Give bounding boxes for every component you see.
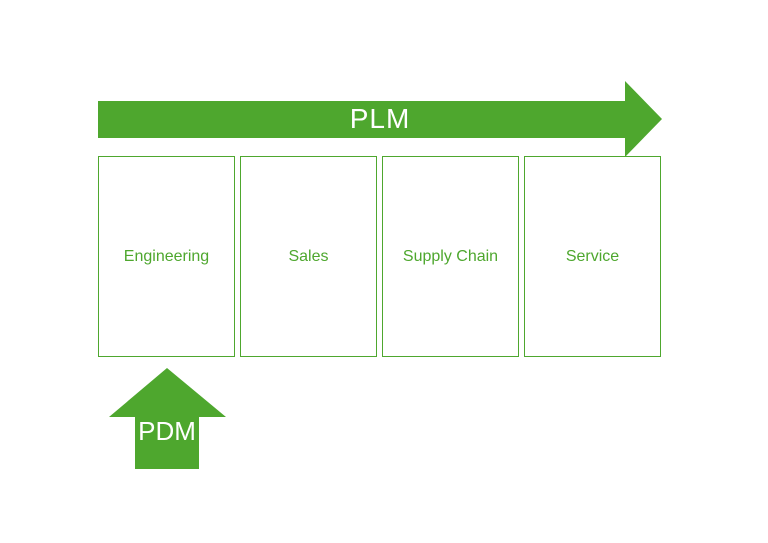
plm-arrow-shape [98,81,662,157]
process-box-sales: Sales [240,156,377,357]
process-box-supply-chain: Supply Chain [382,156,519,357]
box-label: Engineering [123,247,210,265]
pdm-arrow [109,368,226,469]
box-label: Service [565,247,620,265]
plm-arrow [98,81,662,157]
plm-arrow-label: PLM [349,103,411,134]
box-label: Sales [288,247,329,265]
pdm-arrow-label: PDM [138,415,196,446]
pdm-arrow-shape [109,368,226,469]
process-box-engineering: Engineering [98,156,235,357]
process-box-service: Service [524,156,661,357]
box-label: Supply Chain [402,247,499,265]
